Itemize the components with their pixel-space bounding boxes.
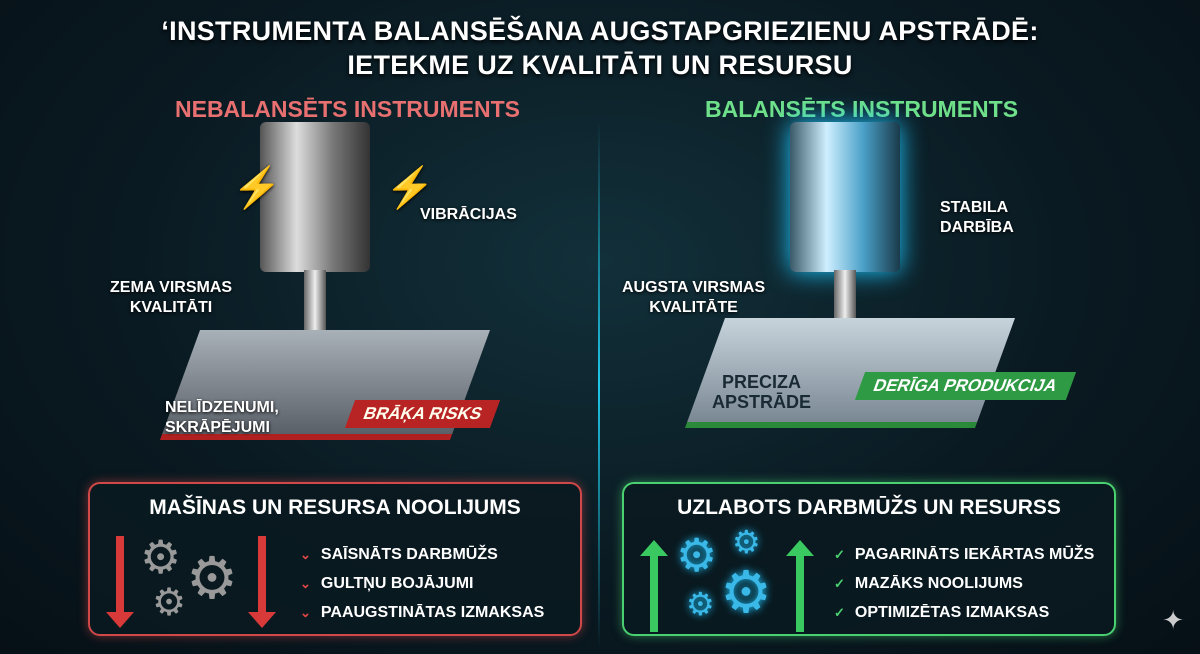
label-line: PRECIZA bbox=[722, 372, 802, 392]
list-item: ⌄ PAAUGSTINĀTAS IZMAKSAS bbox=[300, 598, 544, 627]
label-line: SKRĀPĒJUMI bbox=[165, 419, 270, 436]
wear-panel-title: MAŠĪNAS UN RESURSA NOOLIJUMS bbox=[149, 496, 521, 519]
vibration-label: VIBRĀCIJAS bbox=[420, 206, 517, 223]
gear-icon: ⚙ bbox=[140, 531, 182, 583]
check-icon: ✓ bbox=[834, 604, 845, 620]
label-line: STABILA bbox=[940, 199, 1009, 216]
chevron-down-icon: ⌄ bbox=[300, 575, 311, 591]
center-divider bbox=[598, 120, 600, 650]
list-item: ✓ PAGARINĀTS IEKĀRTAS MŪŽS bbox=[834, 540, 1094, 569]
up-arrow-icon bbox=[786, 540, 814, 632]
label-line: KVALITĀTI bbox=[129, 299, 213, 316]
down-arrow-icon bbox=[248, 536, 276, 628]
list-item: ✓ MAZĀKS NOOLIJUMS bbox=[834, 569, 1094, 598]
unbalanced-tool bbox=[304, 270, 326, 345]
gear-icon: ⚙ bbox=[676, 529, 718, 581]
lifetime-panel-title: UZLABOTS DARBMŪŽS UN RESURSS bbox=[677, 496, 1061, 519]
check-icon: ✓ bbox=[834, 546, 845, 562]
list-item: ⌄ SAĪSNĀTS DARBMŪŽS bbox=[300, 540, 544, 569]
item-text: PAGARINĀTS IEKĀRTAS MŪŽS bbox=[854, 545, 1095, 563]
label-line: KVALITĀTE bbox=[649, 299, 738, 316]
gear-icon: ⚙ bbox=[720, 560, 772, 625]
balanced-heading: BALANSĒTS INSTRUMENTS bbox=[705, 96, 1019, 122]
unbalanced-spindle bbox=[260, 122, 370, 272]
label-line: ZEMA VIRSMAS bbox=[110, 279, 233, 296]
low-surface-quality-label: ZEMA VIRSMAS KVALITĀTI bbox=[110, 278, 232, 318]
item-text: MAZĀKS NOOLIJUMS bbox=[854, 574, 1023, 592]
item-text: GULTŅU BOJĀJUMI bbox=[320, 574, 474, 592]
list-item: ⌄ GULTŅU BOJĀJUMI bbox=[300, 569, 544, 598]
gear-icon: ⚙ bbox=[732, 524, 761, 560]
up-arrow-icon bbox=[640, 540, 668, 632]
label-line: DARBĪBA bbox=[940, 219, 1014, 236]
item-text: SAĪSNĀTS DARBMŪŽS bbox=[320, 545, 498, 563]
label-line: NELĪDZENUMI, bbox=[165, 399, 279, 416]
vibration-arrow-icon: ⚡ bbox=[385, 166, 435, 210]
good-production-tag: DERĪGA PRODUKCIJA bbox=[854, 372, 1076, 400]
defects-label: NELĪDZENUMI, SKRĀPĒJUMI bbox=[165, 398, 279, 438]
gear-icon: ⚙ bbox=[186, 546, 238, 611]
wear-panel: MAŠĪNAS UN RESURSA NOOLIJUMS ⚙ ⚙ ⚙ ⌄ SAĪS… bbox=[88, 482, 582, 636]
high-surface-quality-label: AUGSTA VIRSMAS KVALITĀTE bbox=[622, 278, 765, 318]
lifetime-panel: UZLABOTS DARBMŪŽS UN RESURSS ⚙ ⚙ ⚙ ⚙ ✓ PA… bbox=[622, 482, 1116, 636]
sparkle-icon: ✦ bbox=[1162, 605, 1184, 635]
item-text: PAAUGSTINĀTAS IZMAKSAS bbox=[320, 603, 545, 621]
stable-operation-label: STABILA DARBĪBA bbox=[940, 198, 1014, 238]
main-title: ‘INSTRUMENTA BALANSĒŠANA AUGSTAPGRIEZIEN… bbox=[0, 14, 1200, 82]
title-line-2: IETEKME UZ KVALITĀTI UN RESURSU bbox=[347, 50, 853, 80]
gear-icon: ⚙ bbox=[686, 586, 715, 622]
unbalanced-heading: NEBALANSĒTS INSTRUMENTS bbox=[175, 96, 521, 122]
list-item: ✓ OPTIMIZĒTAS IZMAKSAS bbox=[834, 598, 1094, 627]
label-line: AUGSTA VIRSMAS bbox=[622, 279, 766, 296]
down-arrow-icon bbox=[106, 536, 134, 628]
check-icon: ✓ bbox=[834, 575, 845, 591]
item-text: OPTIMIZĒTAS IZMAKSAS bbox=[854, 603, 1050, 621]
chevron-down-icon: ⌄ bbox=[300, 546, 311, 562]
scrap-risk-tag: BRĀĶA RISKS bbox=[344, 400, 501, 428]
vibration-arrow-icon: ⚡ bbox=[232, 166, 282, 210]
gear-icon: ⚙ bbox=[152, 582, 187, 624]
label-line: APSTRĀDE bbox=[712, 392, 812, 412]
title-line-1: ‘INSTRUMENTA BALANSĒŠANA AUGSTAPGRIEZIEN… bbox=[161, 16, 1039, 46]
chevron-down-icon: ⌄ bbox=[300, 604, 311, 620]
balanced-spindle bbox=[790, 122, 900, 272]
